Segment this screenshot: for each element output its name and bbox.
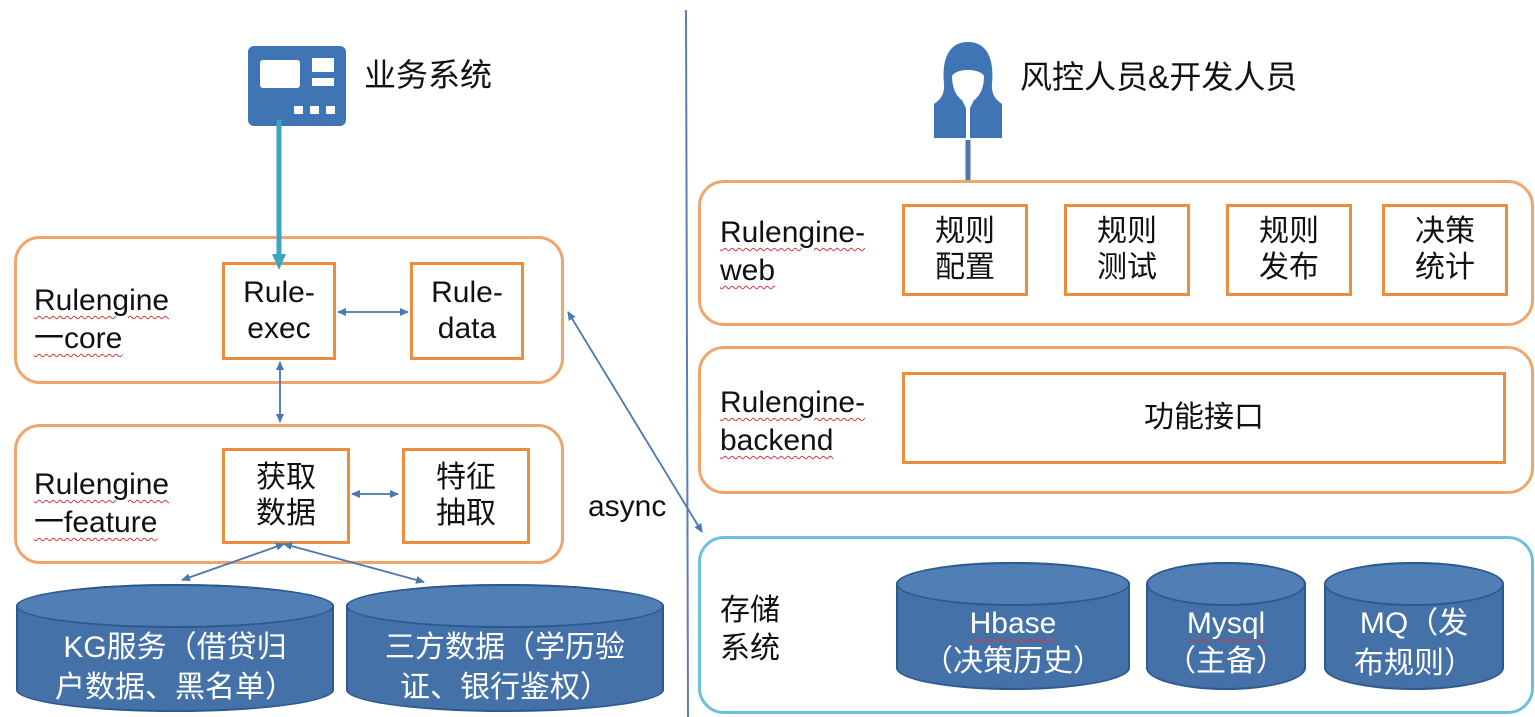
rulengine-backend-text: Rulengine- backend [720, 386, 866, 457]
rulengine-web-label: Rulengine- web [720, 214, 865, 290]
mysql-desc: （主备） [1166, 645, 1286, 678]
hbase-cylinder: Hbase （决策历史） [896, 562, 1130, 690]
mq-text: MQ（发 布规则） [1354, 607, 1474, 680]
computer-terminal-icon [248, 46, 346, 126]
third-party-text: 三方数据（学历验 证、银行鉴权） [385, 631, 625, 704]
rulengine-web-text: Rulengine- web [720, 216, 866, 287]
rule-data-box[interactable]: Rule- data [410, 262, 524, 360]
mysql-name: Mysql [1186, 607, 1266, 640]
kg-service-text: KG服务（借贷归 户数据、黑名单） [55, 631, 295, 704]
rule-config-box[interactable]: 规则 配置 [902, 204, 1028, 296]
rulengine-backend-label: Rulengine- backend [720, 384, 865, 460]
async-label: async [588, 490, 667, 523]
mq-cylinder: MQ（发 布规则） [1324, 562, 1504, 690]
kg-service-cylinder: KG服务（借贷归 户数据、黑名单） [16, 584, 334, 712]
business-system-label: 业务系统 [364, 57, 493, 93]
rule-exec-box[interactable]: Rule- exec [222, 262, 336, 360]
third-party-cylinder: 三方数据（学历验 证、银行鉴权） [346, 584, 664, 712]
feature-extract-box[interactable]: 特征 抽取 [402, 448, 530, 544]
rule-publish-box[interactable]: 规则 发布 [1226, 204, 1352, 296]
rulengine-feature-text: Rulengine 一feature [34, 468, 170, 539]
divider-line [685, 9, 689, 717]
rulengine-core-text: Rulengine 一core [34, 284, 170, 355]
hbase-desc: （决策历史） [923, 645, 1103, 678]
storage-label: 存储 系统 [720, 594, 780, 665]
rulengine-core-label: Rulengine 一core [34, 282, 169, 358]
rulengine-feature-label: Rulengine 一feature [34, 466, 169, 542]
function-api-box[interactable]: 功能接口 [902, 372, 1506, 464]
person-icon [934, 42, 1002, 138]
get-data-box[interactable]: 获取 数据 [222, 448, 350, 544]
hbase-name: Hbase [969, 607, 1057, 640]
mysql-cylinder: Mysql （主备） [1146, 562, 1306, 690]
rule-test-box[interactable]: 规则 测试 [1064, 204, 1190, 296]
staff-label: 风控人员&开发人员 [1020, 59, 1298, 95]
decision-stats-box[interactable]: 决策 统计 [1382, 204, 1508, 296]
